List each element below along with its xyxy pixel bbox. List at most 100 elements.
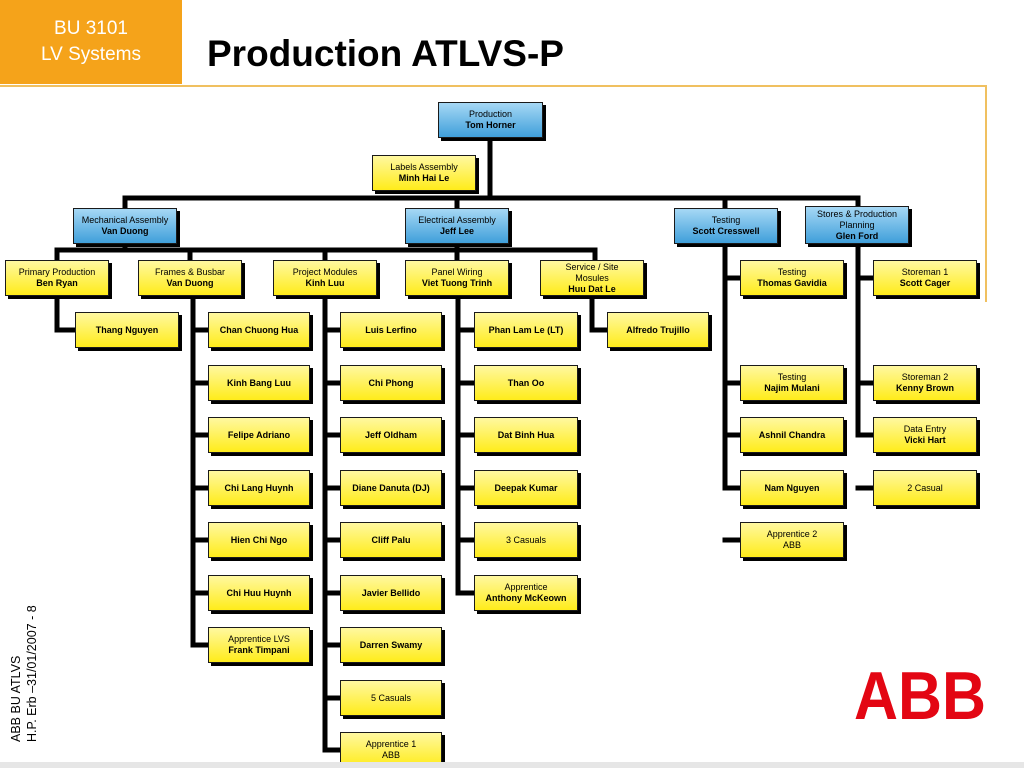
org-node-name: Anthony McKeown [485, 593, 567, 603]
org-node-title: 2 Casual [907, 482, 943, 493]
org-node-name: Ashnil Chandra [758, 429, 826, 440]
org-node-s4: 2 Casual [873, 470, 977, 506]
org-node-name: Huu Dat Le [568, 283, 616, 294]
org-node-name: Than Oo [507, 377, 545, 388]
org-node-name: Chan Chuong Hua [219, 324, 299, 335]
org-node-title: Apprentice 2 ABB [766, 529, 818, 550]
org-node-pw2: Than Oo [474, 365, 578, 401]
org-node-name: Alfredo Trujillo [626, 324, 690, 335]
badge-line-2: LV Systems [41, 44, 141, 65]
org-node-ss1: Alfredo Trujillo [607, 312, 709, 348]
org-node-title: Testing [711, 215, 741, 225]
org-node-fb2: Kinh Bang Luu [208, 365, 310, 401]
org-node-pp1: Thang Nguyen [75, 312, 179, 348]
org-node-title: Apprentice [504, 582, 548, 592]
abb-logo: ABB [854, 668, 986, 720]
org-node-pm3: Jeff Oldham [340, 417, 442, 453]
svg-text:ABB: ABB [854, 668, 986, 720]
org-node-title: Frames & Busbar [154, 267, 226, 277]
org-node-fb1: Chan Chuong Hua [208, 312, 310, 348]
org-node-name: Thang Nguyen [95, 324, 159, 335]
org-node-pm8: 5 Casuals [340, 680, 442, 716]
org-node-title: Panel Wiring [431, 267, 483, 277]
org-node-name: Luis Lerfino [365, 324, 417, 335]
org-node-name: Scott Cager [899, 278, 951, 288]
org-node-title: Stores & Production Planning [816, 208, 898, 230]
org-node-name: Cliff Palu [371, 534, 411, 545]
org-node-title: Service / Site Mosules [565, 261, 619, 283]
org-node-name: Tom Horner [465, 120, 516, 130]
org-node-name: Viet Tuong Trinh [421, 278, 493, 288]
org-node-title: 3 Casuals [505, 534, 547, 545]
org-node-title: 5 Casuals [370, 692, 412, 703]
org-node-name: Dat Binh Hua [497, 429, 555, 440]
org-node-name: Kenny Brown [895, 383, 954, 393]
org-node-pw3: Dat Binh Hua [474, 417, 578, 453]
org-node-title: Data Entry [903, 424, 947, 434]
side-rule [985, 85, 987, 302]
org-node-name: Darren Swamy [359, 639, 423, 650]
org-node-title: Labels Assembly [390, 162, 458, 172]
header-badge: BU 3101 LV Systems [0, 0, 182, 84]
org-node-pm5: Cliff Palu [340, 522, 442, 558]
org-node-title: Apprentice 1 ABB [365, 739, 417, 760]
org-node-name: Kinh Luu [305, 278, 345, 288]
org-node-name: Ben Ryan [36, 278, 78, 288]
org-node-name: Chi Phong [368, 377, 414, 388]
org-node-title: Primary Production [18, 267, 96, 277]
org-node-t4: Nam Nguyen [740, 470, 844, 506]
org-node-name: Felipe Adriano [227, 429, 291, 440]
org-node-title: Testing [777, 267, 807, 277]
org-node-pw1: Phan Lam Le (LT) [474, 312, 578, 348]
org-node-name: Chi Huu Huynh [226, 587, 292, 598]
org-node-name: Deepak Kumar [494, 482, 558, 493]
org-node-t5: Apprentice 2 ABB [740, 522, 844, 558]
org-node-name: Najim Mulani [764, 383, 820, 393]
org-node-pm2: Chi Phong [340, 365, 442, 401]
org-node-pw5: 3 Casuals [474, 522, 578, 558]
bottom-rule [0, 762, 1024, 768]
org-node-title: Mechanical Assembly [81, 215, 169, 225]
org-node-name: Thomas Gavidia [757, 278, 827, 288]
org-node-pm4: Diane Danuta (DJ) [340, 470, 442, 506]
header-rule [0, 85, 986, 87]
org-node-fb3: Felipe Adriano [208, 417, 310, 453]
org-node-name: Van Duong [101, 226, 149, 236]
badge-line-1: BU 3101 [54, 18, 128, 39]
org-node-title: Electrical Assembly [418, 215, 496, 225]
org-node-title: Testing [777, 372, 807, 382]
org-node-fb6: Chi Huu Huynh [208, 575, 310, 611]
org-node-name: Phan Lam Le (LT) [488, 324, 564, 335]
org-node-name: Jeff Lee [439, 226, 474, 236]
org-node-name: Chi Lang Huynh [224, 482, 294, 493]
org-node-pm7: Darren Swamy [340, 627, 442, 663]
org-node-name: Diane Danuta (DJ) [352, 482, 430, 493]
org-node-t3: Ashnil Chandra [740, 417, 844, 453]
org-node-name: Hien Chi Ngo [230, 534, 288, 545]
org-node-title: Project Modules [292, 267, 358, 277]
org-node-name: Nam Nguyen [764, 482, 820, 493]
org-node-fb4: Chi Lang Huynh [208, 470, 310, 506]
org-node-name: Frank Timpani [228, 645, 290, 655]
org-node-title: Apprentice LVS [228, 634, 290, 644]
org-node-title: Storeman 2 [901, 372, 949, 382]
org-node-pw4: Deepak Kumar [474, 470, 578, 506]
org-node-pm1: Luis Lerfino [340, 312, 442, 348]
org-node-fb5: Hien Chi Ngo [208, 522, 310, 558]
org-node-name: Minh Hai Le [398, 173, 450, 183]
